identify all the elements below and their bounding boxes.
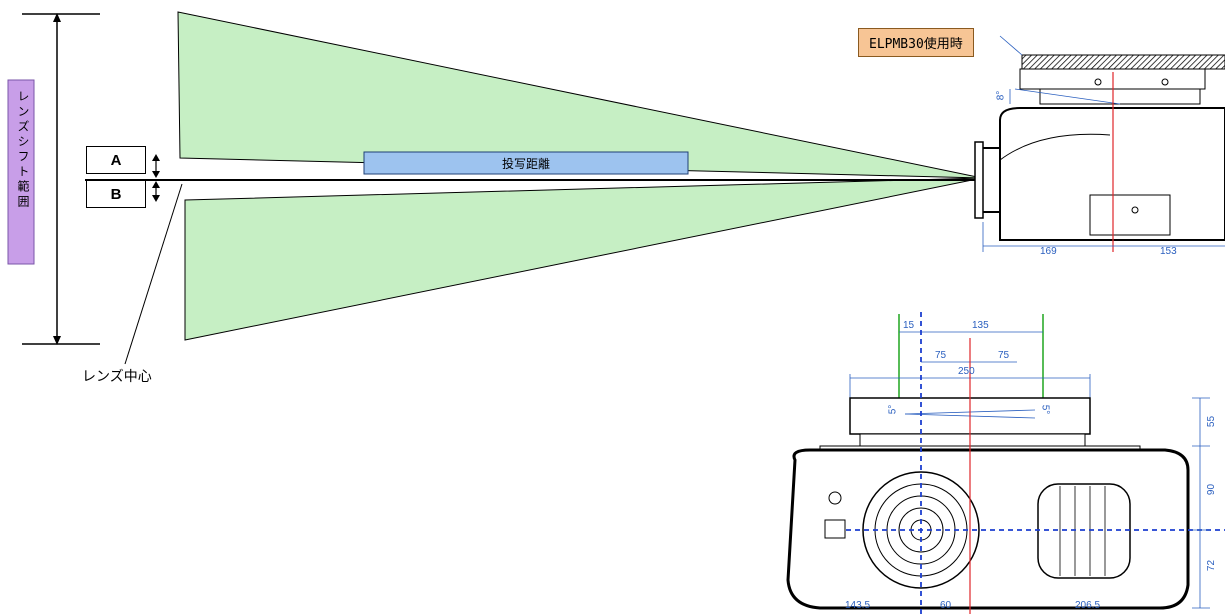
front-angle-left: 5°	[887, 404, 899, 415]
box-a: A	[86, 146, 146, 174]
mount-label: ELPMB30使用時	[858, 28, 974, 57]
right-dim-72: 72	[1206, 559, 1218, 572]
front-width-dim: 250	[958, 366, 975, 377]
side-dim-2: 153	[1160, 246, 1177, 257]
shift-range-box	[7, 79, 35, 265]
bottom-dim-3: 206.5	[1075, 600, 1101, 611]
shift-range-arrow	[22, 13, 100, 345]
right-dim-55: 55	[1206, 415, 1218, 428]
throw-distance-box	[363, 151, 689, 175]
ab-arrows	[152, 154, 160, 202]
front-view-projector	[786, 312, 1225, 614]
right-dim-90: 90	[1206, 483, 1218, 496]
front-angle-right: 5°	[1039, 404, 1051, 415]
lower-beam	[184, 177, 983, 341]
side-view-projector	[974, 35, 1225, 252]
bottom-dim-1: 143.5	[845, 600, 871, 611]
lens-center-leader	[124, 183, 183, 365]
side-angle-label: 8°	[995, 90, 1007, 101]
front-top-dim-1: 15	[903, 320, 915, 331]
side-dim-1: 169	[1040, 246, 1057, 257]
bottom-dim-2: 60	[940, 600, 952, 611]
front-mid-dim-1: 75	[935, 350, 947, 361]
front-mid-dim-2: 75	[998, 350, 1010, 361]
throw-distance-label: 投写距離	[501, 157, 550, 171]
box-b: B	[86, 180, 146, 208]
shift-range-label: レンズシフト範囲	[16, 90, 30, 210]
front-top-dim-2: 135	[972, 320, 989, 331]
lens-center-label: レンズ中心	[82, 368, 152, 384]
